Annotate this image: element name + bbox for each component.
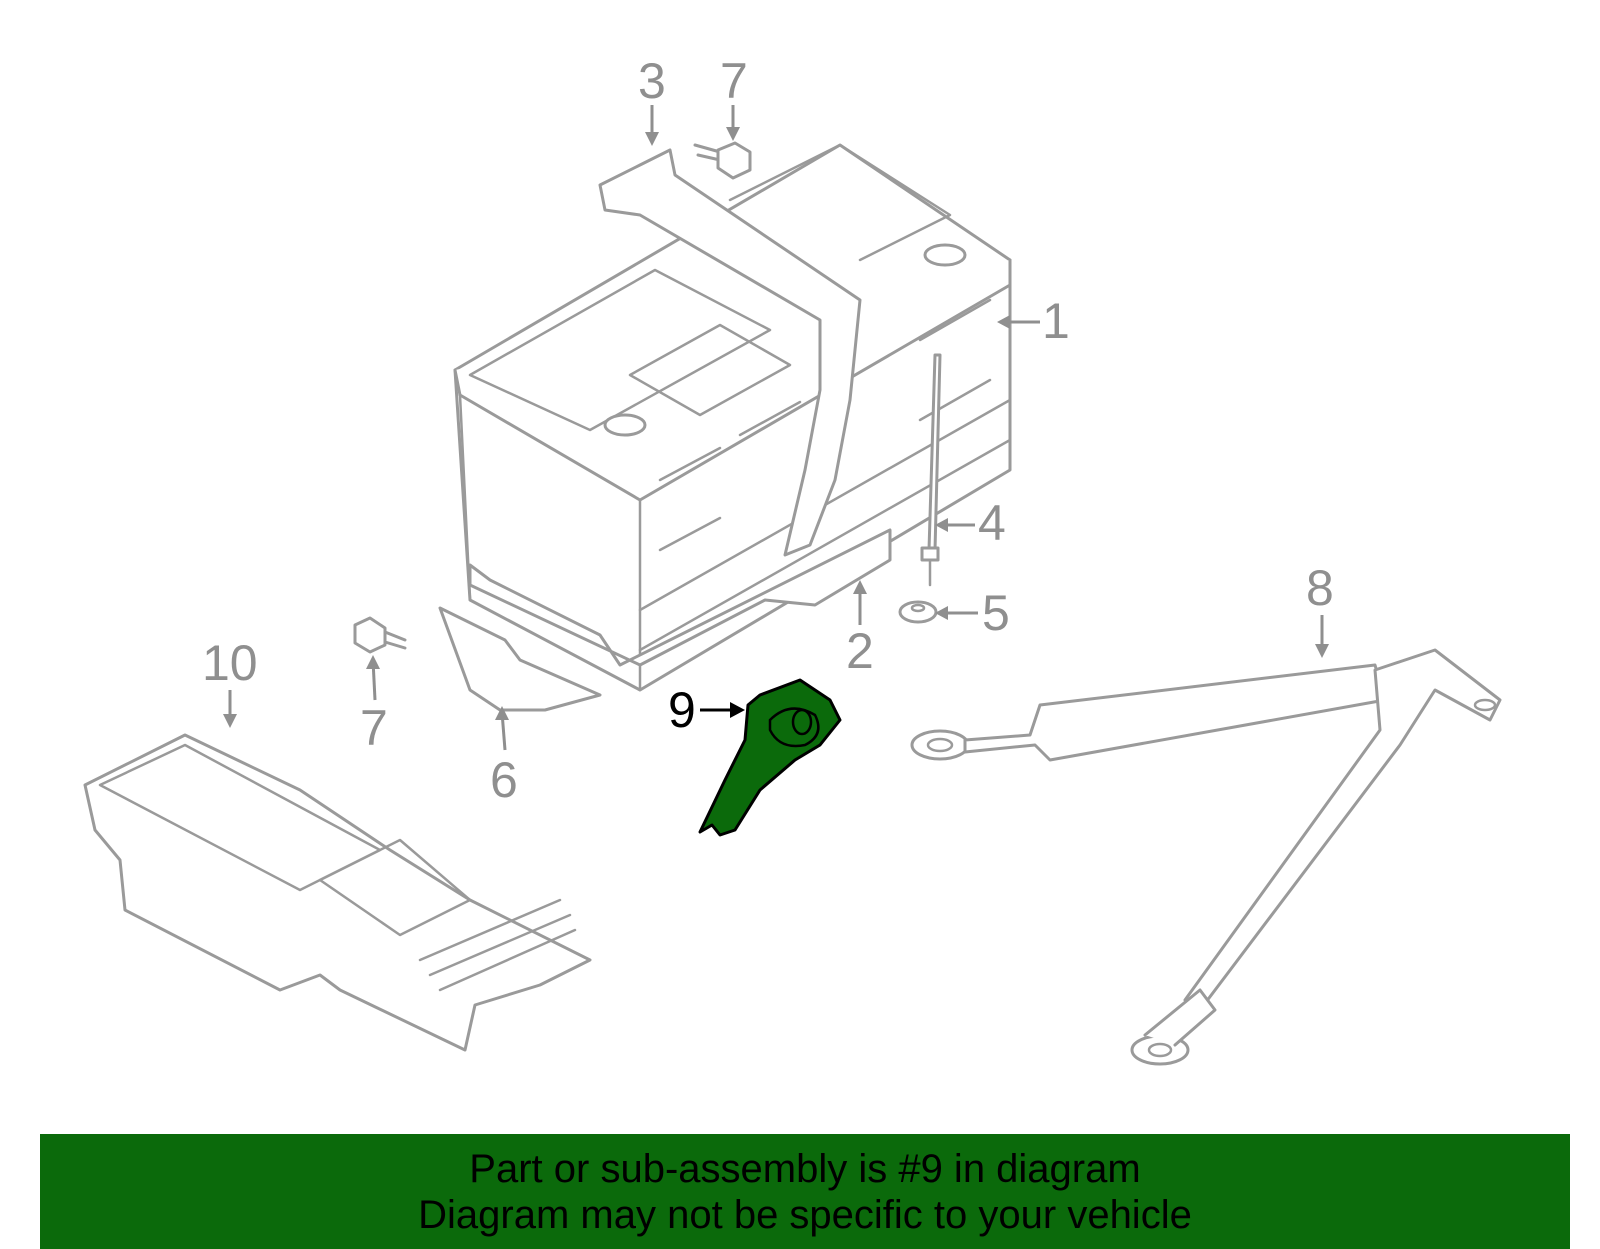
part-info-banner: Part or sub-assembly is #9 in diagram Di… — [40, 1134, 1570, 1249]
callout-label: 9 — [668, 682, 696, 738]
bolt-part-7-top[interactable] — [693, 141, 752, 180]
callout-label: 7 — [360, 700, 388, 756]
banner-line-1: Part or sub-assembly is #9 in diagram — [469, 1147, 1141, 1191]
bolt-part-7-left[interactable] — [353, 616, 407, 654]
callout-label: 6 — [490, 752, 518, 808]
callout-label: 8 — [1306, 560, 1334, 616]
callout-4: 4 — [935, 495, 1006, 551]
hold-down-bracket-part-3[interactable] — [598, 148, 862, 557]
callout-6: 6 — [490, 706, 518, 808]
hold-down-rod-part-4[interactable] — [920, 353, 942, 587]
parts-diagram: 1 2 3 7 4 5 6 7 8 9 10 — [83, 53, 1502, 1066]
callout-label: 1 — [1042, 293, 1070, 349]
callout-3: 3 — [638, 53, 666, 146]
callout-5: 5 — [935, 585, 1010, 641]
callout-10: 10 — [202, 635, 258, 728]
callout-label: 7 — [720, 53, 748, 109]
callout-label: 4 — [978, 495, 1006, 551]
callout-7-top: 7 — [720, 53, 748, 141]
highlighted-part-9[interactable] — [698, 678, 842, 837]
battery-part-1[interactable] — [453, 143, 1012, 692]
callout-label: 2 — [846, 623, 874, 679]
callout-1: 1 — [997, 293, 1070, 349]
cable-part-8[interactable] — [910, 648, 1502, 1066]
banner-line-2: Diagram may not be specific to your vehi… — [418, 1193, 1192, 1237]
washer-part-5[interactable] — [898, 600, 938, 624]
callout-8: 8 — [1306, 560, 1334, 658]
battery-tray-part-10[interactable] — [83, 733, 592, 1052]
callout-9: 9 — [668, 682, 745, 738]
callout-7-left: 7 — [360, 655, 388, 756]
insulator-part-6[interactable] — [438, 606, 602, 712]
tray-bracket-part-2[interactable] — [468, 528, 892, 667]
callout-label: 3 — [638, 53, 666, 109]
callout-label: 10 — [202, 635, 258, 691]
callout-2: 2 — [846, 580, 874, 679]
callout-label: 5 — [982, 585, 1010, 641]
